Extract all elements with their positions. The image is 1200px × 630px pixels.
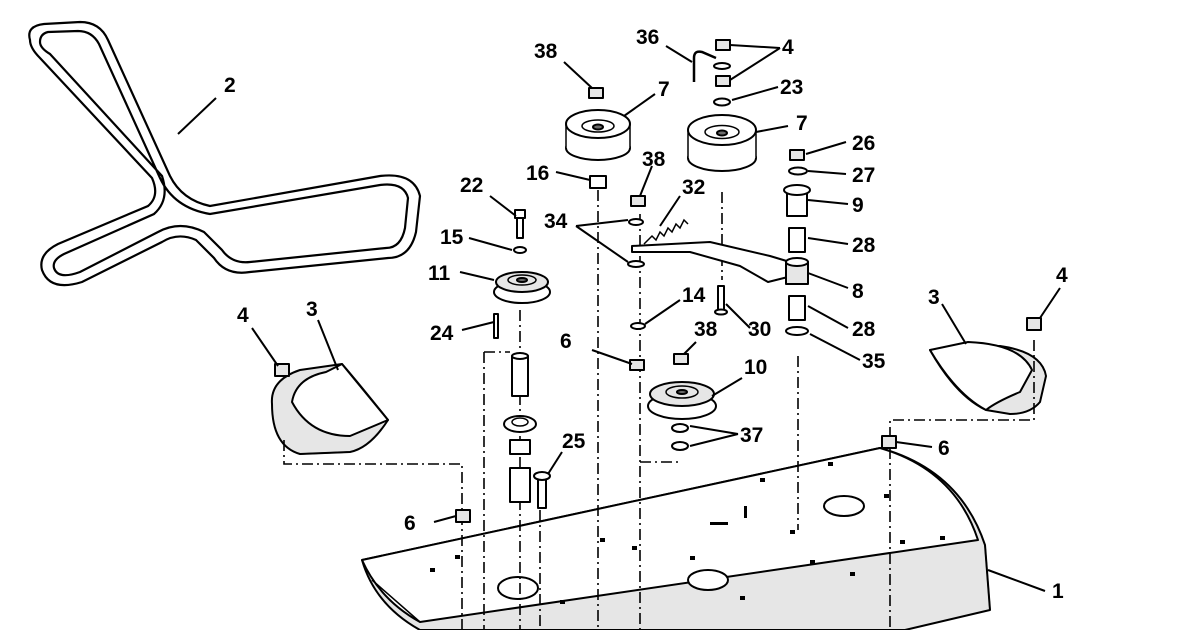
callout-11: 11	[428, 262, 451, 285]
callout-35: 35	[862, 350, 886, 373]
callout-4-right: 4	[1056, 264, 1068, 287]
callout-labels: 1 2 3 3 4 4 4 6 6 6 7 7 8 9 10 11 14 15 …	[224, 26, 1068, 603]
callout-28-top: 28	[852, 234, 876, 257]
belt-cover-right	[929, 341, 1047, 415]
assembly-lines	[283, 190, 1035, 630]
callout-22: 22	[460, 174, 483, 197]
pulley-11	[493, 271, 551, 304]
mower-deck	[361, 447, 991, 630]
pulley-10	[647, 381, 717, 420]
callout-28-bottom: 28	[852, 318, 876, 341]
callout-7-right: 7	[796, 112, 808, 135]
callout-15: 15	[440, 226, 464, 249]
callout-3-left: 3	[306, 298, 318, 321]
callout-9: 9	[852, 194, 864, 217]
callout-10: 10	[744, 356, 767, 379]
callout-14: 14	[682, 284, 706, 307]
callout-26: 26	[852, 132, 875, 155]
callout-30: 30	[748, 318, 771, 341]
callout-16: 16	[526, 162, 549, 185]
callout-36: 36	[636, 26, 659, 49]
callout-6-left: 6	[404, 512, 416, 535]
belt-cover-left	[270, 363, 389, 455]
callout-38-top: 38	[534, 40, 558, 63]
callout-8: 8	[852, 280, 864, 303]
callout-6-mid: 6	[560, 330, 572, 353]
idler-arm	[631, 241, 809, 285]
spacer-stack	[783, 149, 811, 336]
callout-27: 27	[852, 164, 875, 187]
idler-pulley-right	[687, 114, 757, 172]
callout-2: 2	[224, 74, 236, 97]
idler-pulley-left	[565, 109, 631, 161]
callout-32: 32	[682, 176, 705, 199]
callout-6-right: 6	[938, 437, 950, 460]
callout-3-right: 3	[928, 286, 940, 309]
callout-25: 25	[562, 430, 586, 453]
callout-38-mid: 38	[642, 148, 666, 171]
hardware	[274, 39, 1042, 523]
callout-24: 24	[430, 322, 454, 345]
callout-4-left: 4	[237, 304, 249, 327]
drive-belt	[28, 20, 422, 287]
callout-1: 1	[1052, 580, 1064, 603]
callout-37: 37	[740, 424, 763, 447]
callout-7-left: 7	[658, 78, 670, 101]
callout-4-top: 4	[782, 36, 794, 59]
leader-lines	[177, 44, 1061, 592]
callout-38-low: 38	[694, 318, 718, 341]
callout-23: 23	[780, 76, 803, 99]
callout-34: 34	[544, 210, 568, 233]
